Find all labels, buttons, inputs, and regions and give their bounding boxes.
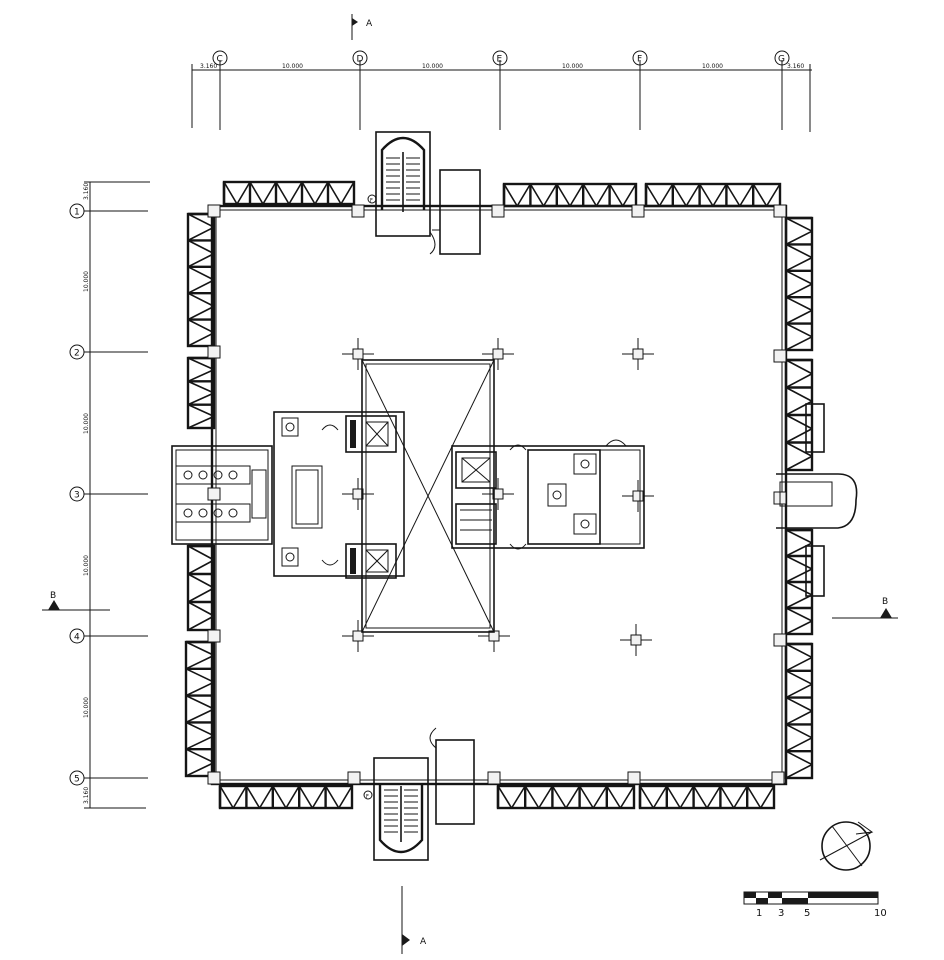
scale-label-1: 1: [756, 908, 762, 919]
dim-left-1: 3.160: [83, 183, 90, 200]
section-a-top: A: [366, 19, 373, 29]
dim-top-6: 3.160: [787, 63, 804, 70]
column-pier: [347, 771, 361, 785]
left-toilets: [175, 417, 299, 567]
truss-panel: [186, 212, 216, 348]
grid-row-1: 1: [74, 208, 80, 218]
stair-tag-south: F: [366, 794, 369, 800]
column-pier: [207, 487, 221, 501]
atrium-void: [361, 359, 495, 633]
truss-panel: [644, 182, 782, 208]
truss-panel: [784, 528, 814, 636]
column-pier: [773, 204, 787, 218]
section-b-left: B: [50, 591, 56, 601]
structural-columns: [207, 204, 787, 785]
truss-panel: [186, 356, 216, 430]
top-dimension-chain: 3.160 10.000 10.000 10.000 10.000 3.160: [191, 60, 812, 132]
section-a-bottom: A: [420, 937, 427, 947]
dim-left-4: 10.000: [83, 555, 90, 576]
right-elevators: [455, 451, 497, 545]
truss-panel: [784, 358, 814, 472]
grid-col-f: F: [637, 55, 642, 65]
dim-left-2: 10.000: [83, 271, 90, 292]
truss-panel: [784, 216, 814, 352]
truss-panel: [638, 784, 776, 810]
truss-panel: [496, 784, 636, 810]
column-pier: [631, 204, 645, 218]
facade-truss-panels: [184, 180, 814, 810]
right-toilets: [547, 453, 597, 535]
truss-panel: [218, 784, 354, 810]
column-pier: [487, 771, 501, 785]
truss-panel: [502, 182, 638, 208]
dim-top-4: 10.000: [562, 63, 583, 70]
dim-top-1: 3.160: [200, 63, 217, 70]
north-arrow-icon: [819, 821, 874, 871]
truss-panel: [186, 544, 216, 632]
interior-column: [342, 620, 374, 652]
column-pier: [207, 345, 221, 359]
column-pier: [351, 204, 365, 218]
east-bays: [776, 403, 858, 597]
scale-label-5: 5: [804, 908, 810, 919]
dim-left-3: 10.000: [83, 413, 90, 434]
dim-top-2: 10.000: [282, 63, 303, 70]
grid-row-4: 4: [74, 633, 80, 643]
column-pier: [771, 771, 785, 785]
stair-south: [373, 727, 475, 861]
truss-panel: [222, 180, 356, 206]
scale-bar: 1 3 5 10: [743, 891, 887, 919]
interior-column: [620, 624, 652, 656]
column-pier: [627, 771, 641, 785]
grid-row-3: 3: [74, 491, 80, 501]
truss-panel: [784, 642, 814, 780]
grid-bubbles-rows: 1 2 3 4 5: [69, 203, 85, 786]
interior-column: [622, 338, 654, 370]
column-pier: [773, 349, 787, 363]
stair-icon: [375, 131, 481, 255]
dim-left-6: 3.160: [83, 787, 90, 804]
grid-row-5: 5: [74, 775, 80, 785]
elevator-icon: [345, 415, 397, 579]
column-pier: [207, 629, 221, 643]
interior-column: [342, 478, 374, 510]
column-pier: [207, 771, 221, 785]
interior-column: [482, 478, 514, 510]
grid-row-2: 2: [74, 349, 80, 359]
dim-left-5: 10.000: [83, 697, 90, 718]
grid-col-e: E: [497, 55, 503, 65]
dim-top-3: 10.000: [422, 63, 443, 70]
column-pier: [773, 633, 787, 647]
dim-top-5: 10.000: [702, 63, 723, 70]
interior-column: [622, 480, 654, 512]
scale-label-10: 10: [874, 908, 887, 919]
grid-col-d: D: [357, 55, 364, 65]
section-arrow-icon: A A B B: [42, 14, 898, 954]
left-dimension-chain: 3.160 10.000 10.000 10.000 10.000 3.160: [83, 181, 150, 809]
left-core: [171, 411, 405, 579]
interior-column-markers: [342, 338, 654, 656]
interior-column: [342, 338, 374, 370]
grid-col-c: C: [217, 55, 223, 65]
grid-bubbles-columns: C D E F G: [212, 50, 790, 66]
interior-column: [482, 338, 514, 370]
stair-tag-north: F: [370, 198, 373, 204]
truss-panel: [184, 640, 216, 778]
column-pier: [491, 204, 505, 218]
grid-col-g: G: [778, 55, 785, 65]
scale-label-3: 3: [778, 908, 784, 919]
right-core: [451, 439, 645, 550]
column-pier: [207, 204, 221, 218]
section-b-right: B: [882, 597, 888, 607]
